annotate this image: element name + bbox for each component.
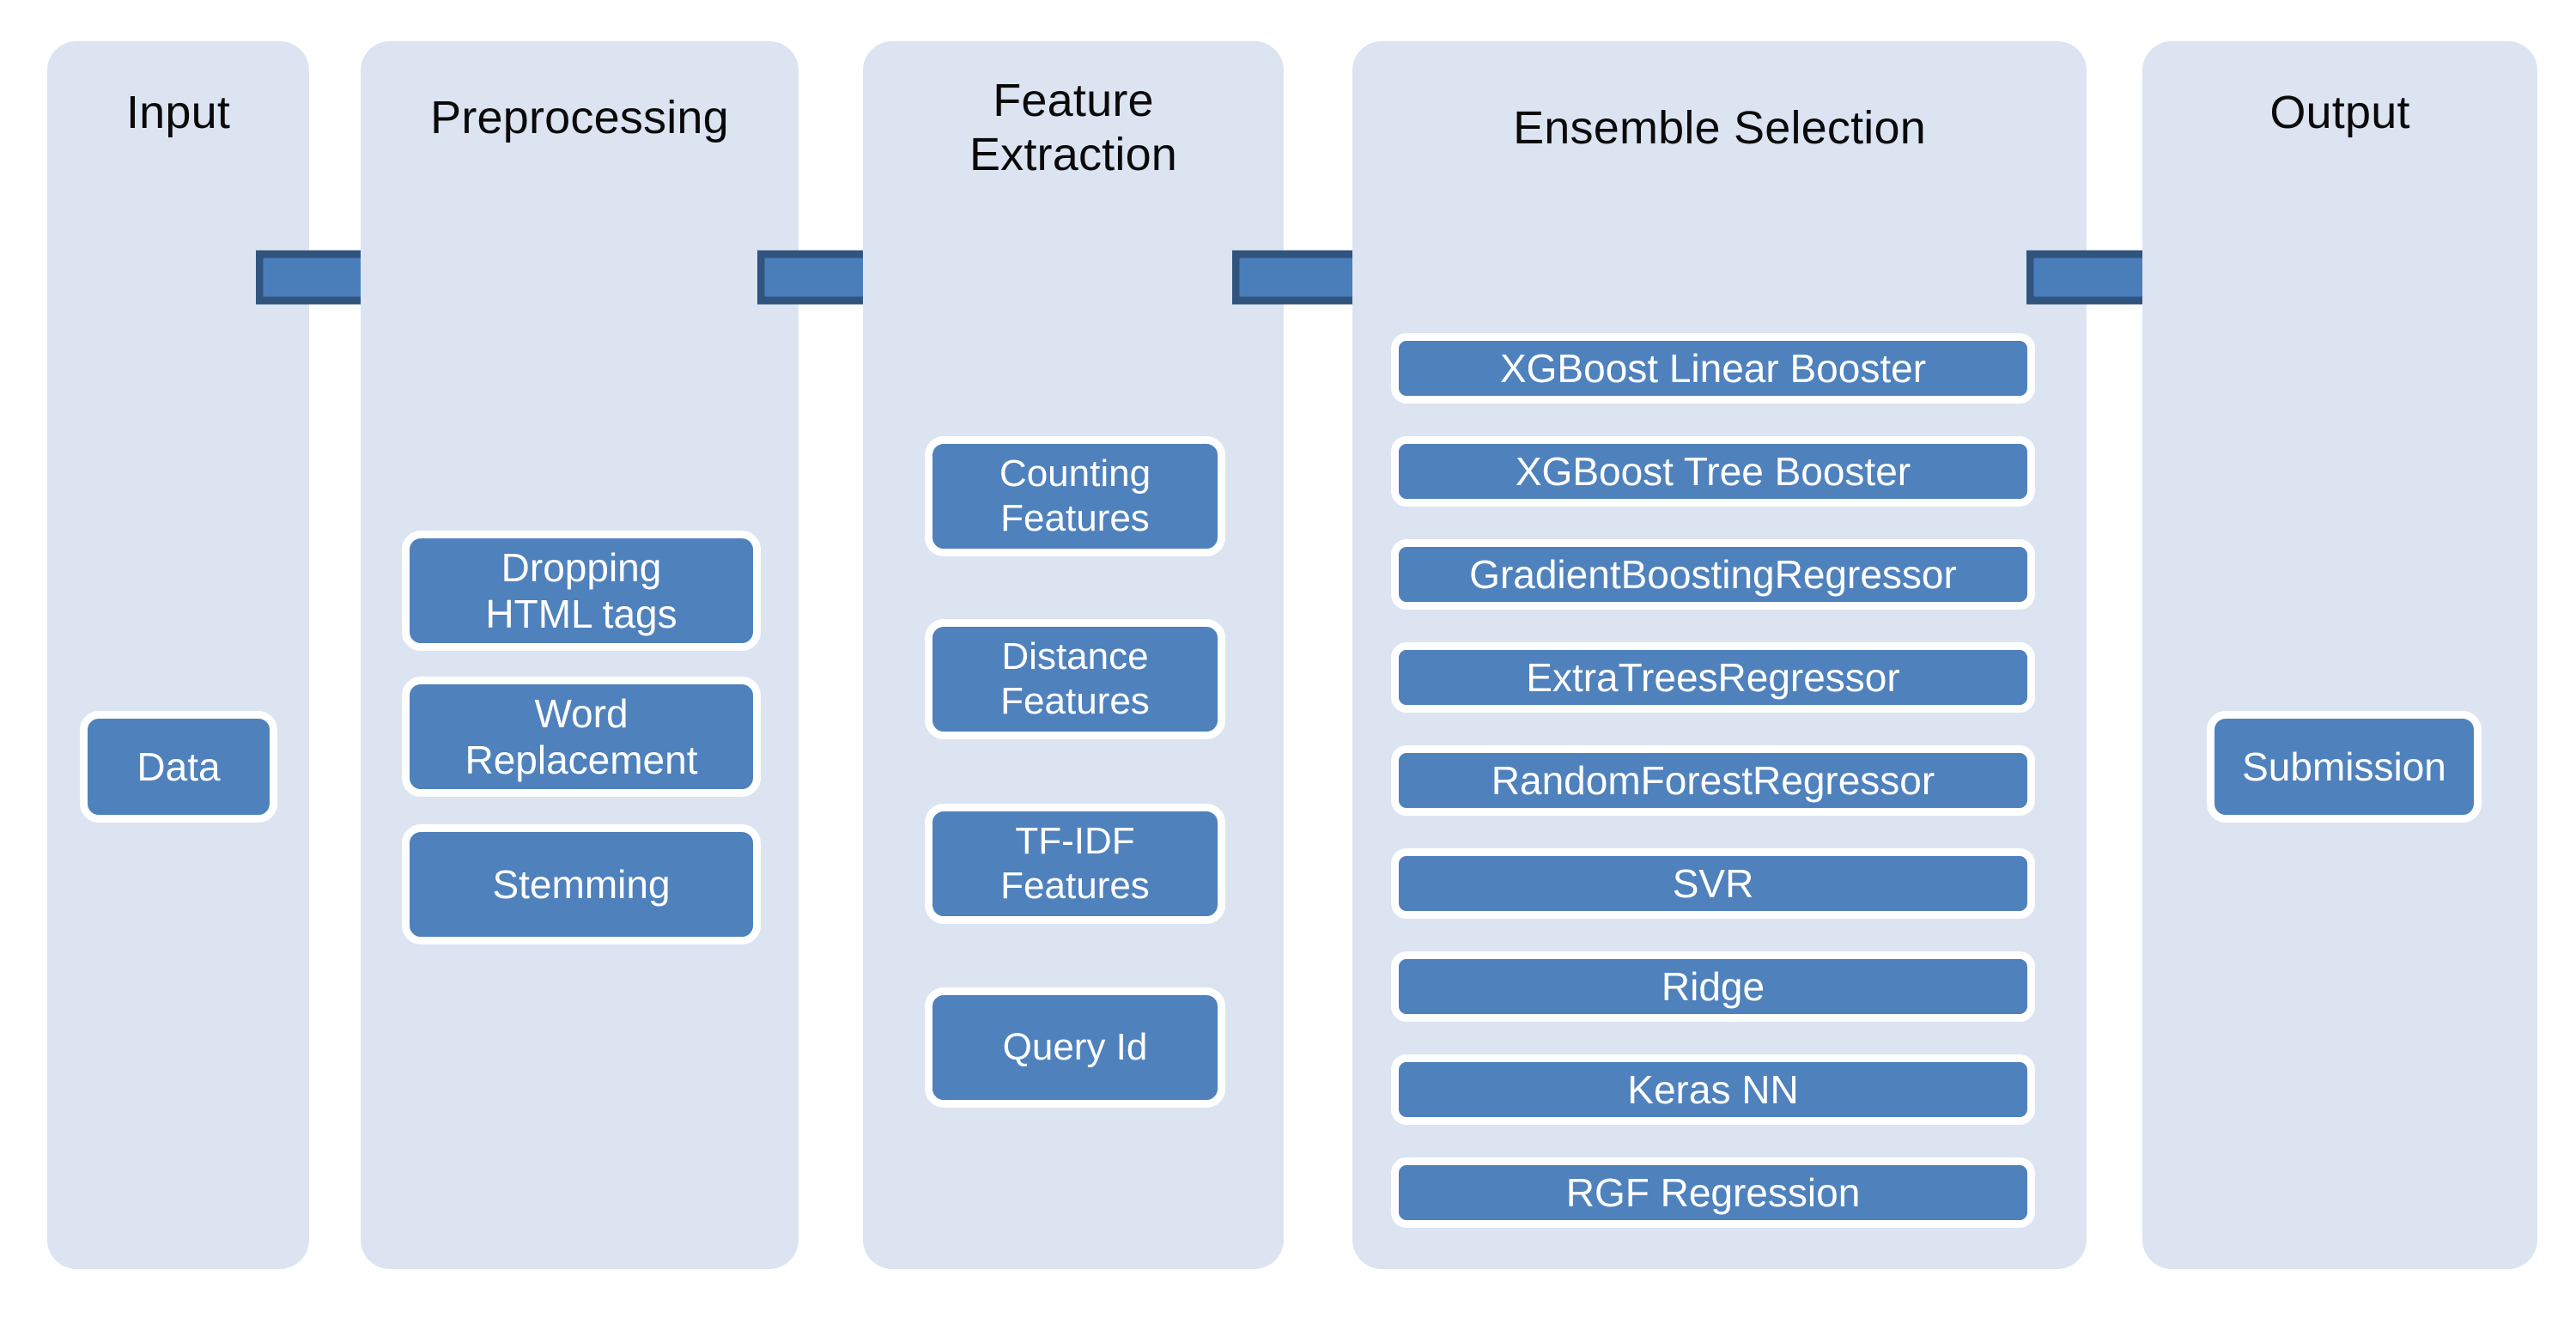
stage-panel-ensemble-selection: Ensemble Selection XGBoost Linear Booste… [1352,41,2087,1269]
node-distance-features[interactable]: Distance Features [925,619,1225,739]
node-word-replacement[interactable]: Word Replacement [402,677,761,797]
node-dropping-html-tags[interactable]: Dropping HTML tags [402,531,761,651]
node-gradientboostingregressor[interactable]: GradientBoostingRegressor [1391,539,2035,610]
node-randomforestregressor[interactable]: RandomForestRegressor [1391,745,2035,816]
stage-title-feature-extraction: Feature Extraction [969,75,1178,180]
node-data[interactable]: Data [80,711,277,823]
stage-title-ensemble-selection: Ensemble Selection [1513,102,1926,154]
node-counting-features[interactable]: Counting Features [925,436,1225,556]
stage-title-output: Output [2269,87,2410,138]
stage-panel-feature-extraction: Feature Extraction Counting Features Dis… [863,41,1284,1269]
node-query-id[interactable]: Query Id [925,987,1225,1108]
node-rgf-regression[interactable]: RGF Regression [1391,1157,2035,1228]
node-xgboost-tree-booster[interactable]: XGBoost Tree Booster [1391,436,2035,507]
node-xgboost-linear-booster[interactable]: XGBoost Linear Booster [1391,333,2035,404]
stage-panel-output: Output Submission [2142,41,2537,1269]
stage-panel-input: Input Data [47,41,309,1269]
node-tfidf-features[interactable]: TF-IDF Features [925,804,1225,924]
stage-title-preprocessing: Preprocessing [430,92,729,143]
node-extratreesregressor[interactable]: ExtraTreesRegressor [1391,642,2035,713]
stage-title-input: Input [125,87,231,138]
node-stemming[interactable]: Stemming [402,824,761,944]
stage-panel-preprocessing: Preprocessing Dropping HTML tags Word Re… [361,41,799,1269]
node-ridge[interactable]: Ridge [1391,951,2035,1022]
node-keras-nn[interactable]: Keras NN [1391,1054,2035,1125]
node-svr[interactable]: SVR [1391,848,2035,919]
node-submission[interactable]: Submission [2207,711,2482,823]
